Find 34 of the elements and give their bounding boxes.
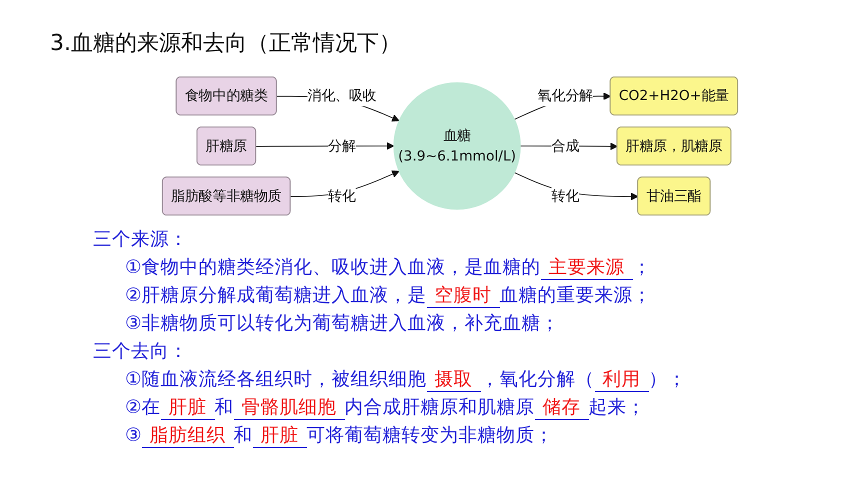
filled-blank: 肝脏 — [160, 397, 215, 420]
sentence-text: 血糖的重要来源； — [500, 285, 652, 306]
list-heading: 三个来源： — [93, 229, 188, 250]
sentence-text: ②肝糖原分解成葡萄糖进入血液，是 — [125, 285, 427, 306]
sentence-text: ，氧化分解（ — [480, 369, 595, 390]
sentence-text: 起来； — [588, 397, 646, 418]
filled-blank: 脂肪组织 — [142, 425, 234, 448]
filled-blank: 摄取 — [426, 369, 481, 392]
sentence-text: 和 — [214, 397, 234, 418]
sentence-text: 内合成肝糖原和肌糖原 — [344, 397, 535, 418]
edge-label: 合成 — [551, 137, 580, 154]
filled-blank: 骨骼肌细胞 — [234, 397, 345, 420]
sentence-text: ①食物中的糖类经消化、吸收进入血液，是血糖的 — [125, 257, 541, 278]
sentence-text: 可将葡萄糖转变为非糖物质； — [306, 425, 554, 446]
list-heading: 三个去向： — [93, 341, 188, 362]
filled-blank: 肝脏 — [252, 425, 307, 448]
node-circle: 血糖 (3.9~6.1mmol/L) — [393, 82, 521, 210]
sentence-text: ③非糖物质可以转化为葡萄糖进入血液，补充血糖； — [125, 313, 560, 334]
edge-label: 转化 — [328, 187, 356, 204]
filled-blank: 储存 — [534, 397, 589, 420]
sentence-text: 和 — [234, 425, 253, 446]
sentence-text: ③ — [125, 425, 142, 446]
edge-label: 分解 — [328, 137, 356, 154]
sentence-text: ）； — [648, 369, 687, 390]
filled-blank: 空腹时 — [426, 285, 500, 308]
sentence-text: ②在 — [125, 397, 161, 418]
edge-label: 转化 — [551, 187, 580, 204]
edge-label: 消化、吸收 — [307, 87, 377, 104]
filled-blank: 主要来源 — [540, 257, 633, 280]
sentence-text: ①随血液流经各组织时，被组织细胞 — [125, 369, 427, 390]
edge-label: 氧化分解 — [538, 87, 593, 104]
sentence-text: ； — [632, 257, 652, 278]
filled-blank: 利用 — [594, 369, 649, 392]
title: 3.血糖的来源和去向（正常情况下） — [50, 30, 401, 58]
